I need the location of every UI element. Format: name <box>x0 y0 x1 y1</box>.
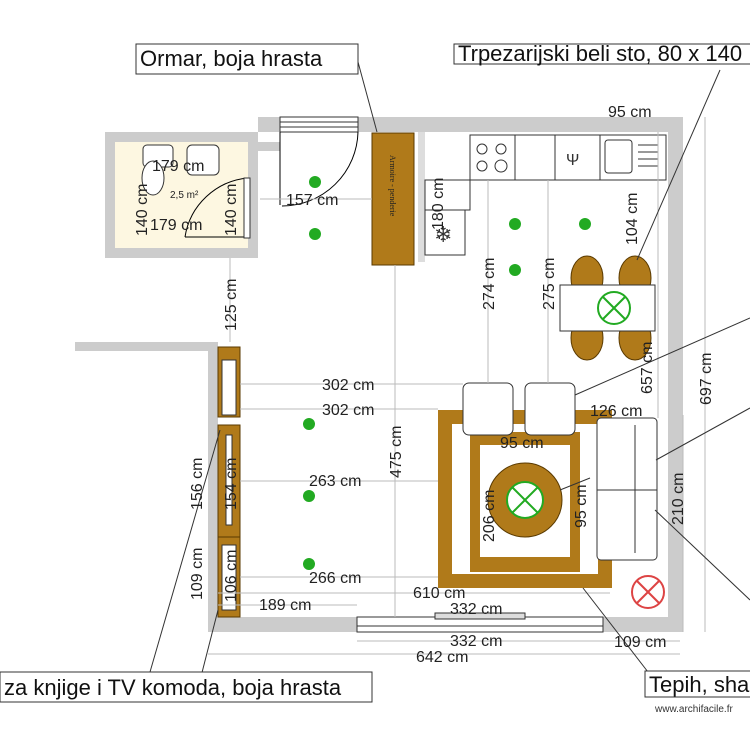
svg-text:179 cm: 179 cm <box>152 158 204 175</box>
wardrobe-callout-text: Ormar, boja hrasta <box>140 46 323 71</box>
svg-text:95 cm: 95 cm <box>500 435 544 452</box>
svg-text:189 cm: 189 cm <box>259 597 311 614</box>
dining-table <box>559 284 656 332</box>
cutlery-icon <box>554 134 601 181</box>
svg-text:206 cm: 206 cm <box>481 490 498 542</box>
wardrobe-label: Armoire - penderie <box>388 155 397 217</box>
svg-text:126 cm: 126 cm <box>590 403 642 420</box>
balcony-door[interactable] <box>356 612 604 633</box>
svg-text:95 cm: 95 cm <box>608 104 652 121</box>
svg-text:157 cm: 157 cm <box>286 192 338 209</box>
svg-text:Ψ: Ψ <box>566 152 579 169</box>
svg-text:697 cm: 697 cm <box>698 353 715 405</box>
svg-text:266 cm: 266 cm <box>309 570 361 587</box>
sink-icon <box>186 144 220 176</box>
wardrobe: Armoire - penderie <box>371 132 415 266</box>
shelves-callout-text: za knjige i TV komoda, boja hrasta <box>4 675 342 700</box>
red-x-marker-icon <box>631 575 665 609</box>
callout-dining-table: Trpezarijski beli sto, 80 x 140 <box>453 41 750 66</box>
armchairs <box>462 382 576 436</box>
svg-text:109 cm: 109 cm <box>189 548 206 600</box>
svg-text:180 cm: 180 cm <box>430 178 447 230</box>
svg-text:❄: ❄ <box>434 222 452 247</box>
svg-text:140 cm: 140 cm <box>223 184 240 236</box>
svg-text:302 cm: 302 cm <box>322 377 374 394</box>
svg-text:109 cm: 109 cm <box>614 634 666 651</box>
fridge-icon <box>424 209 466 256</box>
svg-text:610 cm: 610 cm <box>413 585 465 602</box>
svg-text:475 cm: 475 cm <box>388 426 405 478</box>
watermark: www.archifacile.fr <box>654 704 733 715</box>
bath-area: 2,5 m² <box>170 190 199 201</box>
toilet-icon <box>141 160 165 196</box>
svg-text:104 cm: 104 cm <box>624 193 641 245</box>
svg-text:332 cm: 332 cm <box>450 601 502 618</box>
svg-text:302 cm: 302 cm <box>322 402 374 419</box>
svg-text:263 cm: 263 cm <box>309 473 361 490</box>
svg-text:95 cm: 95 cm <box>573 484 590 528</box>
svg-text:210 cm: 210 cm <box>670 473 687 525</box>
dimension-lines <box>208 117 706 655</box>
light-markers <box>303 176 591 570</box>
entry-door[interactable] <box>279 116 359 207</box>
bathroom-floor <box>115 142 248 248</box>
svg-text:275 cm: 275 cm <box>541 258 558 310</box>
dining-callout-text: Trpezarijski beli sto, 80 x 140 <box>458 41 742 66</box>
svg-text:154 cm: 154 cm <box>223 458 240 510</box>
svg-text:642 cm: 642 cm <box>416 649 468 666</box>
bookshelves-tv-unit <box>217 346 241 618</box>
dimension-labels: 179 cm 179 cm 140 cm 140 cm 157 cm 180 c… <box>134 104 715 666</box>
callout-shelves: za knjige i TV komoda, boja hrasta <box>0 671 373 703</box>
dining-set <box>559 255 656 361</box>
svg-text:140 cm: 140 cm <box>134 184 151 236</box>
svg-text:125 cm: 125 cm <box>223 279 240 331</box>
svg-text:274 cm: 274 cm <box>481 258 498 310</box>
rug <box>438 410 612 588</box>
svg-text:156 cm: 156 cm <box>189 458 206 510</box>
svg-text:332 cm: 332 cm <box>450 633 502 650</box>
cooktop-icon <box>469 134 516 181</box>
svg-text:179 cm: 179 cm <box>150 217 202 234</box>
callout-wardrobe: Ormar, boja hrasta <box>135 43 359 75</box>
kitchen: Ψ ❄ <box>424 134 667 256</box>
door-swing <box>184 177 249 238</box>
svg-text:657 cm: 657 cm <box>639 342 656 394</box>
rug-callout-text: Tepih, sha <box>649 672 750 697</box>
bathroom: 2,5 m² <box>141 144 251 239</box>
sofa <box>596 417 658 561</box>
svg-text:106 cm: 106 cm <box>223 550 240 602</box>
callout-rug: Tepih, sha <box>644 670 750 698</box>
